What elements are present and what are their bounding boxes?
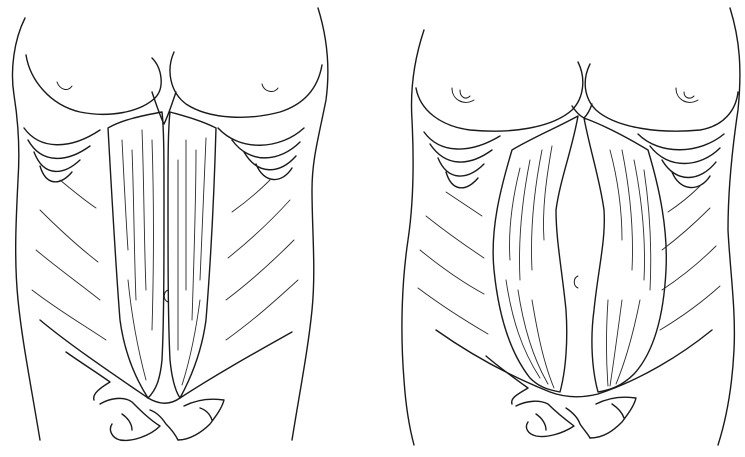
left-rectus-right [168,112,216,398]
left-breast-right [170,52,322,117]
left-navel [164,290,168,302]
right-nipple-right-inner [684,92,694,98]
left-breast-left [26,55,161,114]
left-ribs-left [24,128,100,182]
right-breast-right [585,64,738,131]
left-nipple-right [262,84,278,91]
right-rectus-left [493,116,578,392]
right-ribs-left [424,132,500,188]
left-lower-abdomen [40,320,292,403]
right-lower-abdomen [436,330,712,397]
right-navel [574,276,578,288]
left-torso-panel [12,8,327,440]
left-nipple-left [57,82,72,89]
left-rectus-left [108,112,164,398]
left-ribs-right [218,128,304,180]
right-rectus-right [584,118,666,392]
right-hands [486,356,636,438]
right-obliques [418,186,720,334]
right-nipple-left [452,88,474,102]
right-torso-outline-right [718,8,740,445]
right-nipple-right [676,88,698,102]
right-nipple-left-inner [460,90,470,98]
right-rectus-fibers [506,146,651,388]
right-breast-left [416,62,583,131]
right-torso-outline [402,30,424,445]
left-torso-outline-right [292,8,328,440]
right-torso-panel [402,8,740,445]
left-obliques [32,180,298,340]
